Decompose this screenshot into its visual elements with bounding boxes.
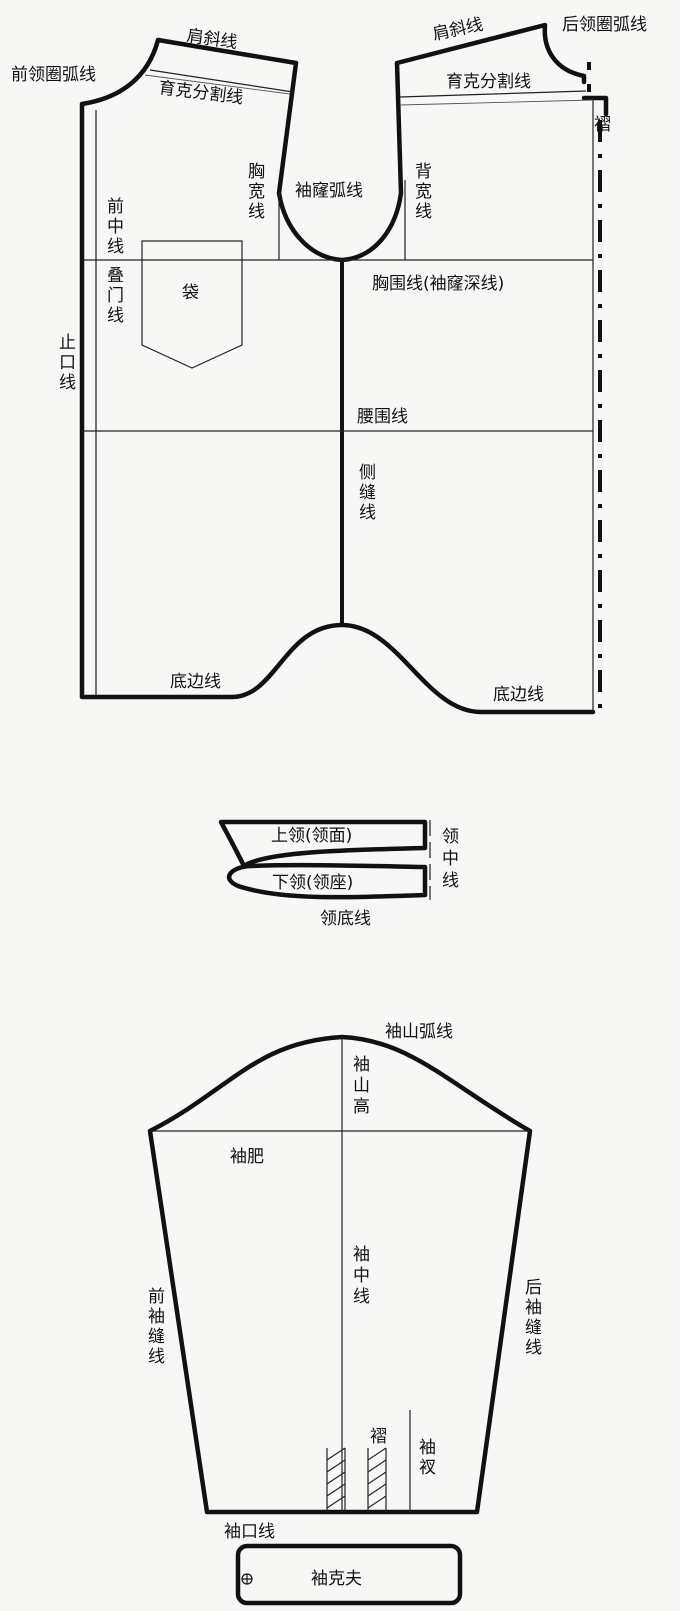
sleeve-pattern [147,1034,533,1606]
label-bust-line: 胸围线(袖窿深线) [372,274,504,294]
label-bicep: 袖肥 [230,1147,264,1167]
back-yoke-line [399,90,587,98]
collar-pattern [218,819,431,900]
label-pleat-back: 褶 [594,115,611,135]
label-chest-width: 胸宽线 [244,162,265,222]
sleeve-outline [147,1034,533,1515]
label-front-seam: 前袖缝线 [144,1287,165,1367]
label-back-seam: 后袖缝线 [521,1278,542,1358]
back-yoke-line-2 [399,99,594,106]
label-hem-back: 底边线 [493,685,544,705]
front-yoke-line [149,69,294,93]
label-front-neckline: 前领圈弧线 [11,65,96,85]
label-back-neckline: 后领圈弧线 [562,15,647,35]
label-collar-center: 领中线 [438,827,459,893]
label-back-width: 背宽线 [411,162,432,222]
label-cuff-line: 袖口线 [224,1522,275,1542]
label-placket: 止口线 [55,333,76,393]
button-mark-icon [241,1573,253,1585]
label-overlap: 叠门线 [103,266,124,326]
label-cap-height: 袖山高 [349,1055,370,1118]
label-sleeve-center: 袖中线 [349,1245,370,1308]
label-cuff: 袖克夫 [311,1569,362,1589]
label-armhole: 袖窿弧线 [295,181,363,201]
lower-collar-outline [226,862,428,900]
pocket-outline [141,240,243,369]
label-collar-base: 领底线 [320,909,371,929]
label-cap-curve: 袖山弧线 [385,1022,453,1042]
label-shoulder-front: 肩斜线 [185,26,238,53]
cuff-outline [235,1543,463,1606]
sleeve-pleat-hatch [326,1447,387,1512]
label-lower-collar: 下领(领座) [272,873,353,893]
bodice-pattern [79,22,609,715]
label-center-front: 前中线 [103,197,124,257]
upper-collar-outline [218,819,428,869]
label-side-seam: 侧缝线 [355,463,376,523]
label-yoke-back: 育克分割线 [446,72,531,92]
label-waist-line: 腰围线 [357,407,408,427]
label-hem-front: 底边线 [170,672,221,692]
label-sleeve-placket: 袖衩 [415,1438,436,1478]
labels: 肩斜线 肩斜线 后领圈弧线 前领圈弧线 育克分割线 育克分割线 褶 胸宽线 袖窿… [11,15,647,1589]
label-sleeve-pleat: 褶 [370,1427,387,1447]
label-upper-collar: 上领(领面) [271,826,352,846]
front-yoke-line-2 [144,74,291,95]
label-pocket: 袋 [182,283,199,303]
